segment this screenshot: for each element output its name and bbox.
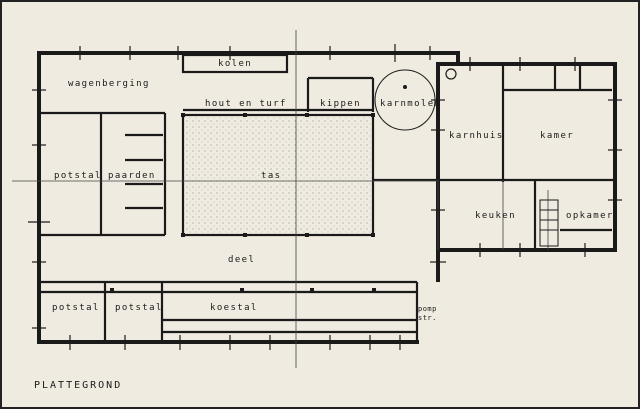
interior-walls [39, 53, 615, 342]
label-koestal: koestal [210, 303, 258, 313]
stair-symbol [539, 199, 559, 247]
karnmolen-axle [403, 85, 407, 89]
label-opkamer: opkamer [566, 211, 614, 221]
label-potstal-left: potstal [54, 171, 102, 181]
label-hout-en-turf: hout en turf [205, 99, 287, 109]
label-str: str. [418, 314, 437, 322]
label-pomp: pomp [418, 305, 437, 313]
label-deel: deel [228, 255, 255, 265]
label-kippen: kippen [320, 99, 361, 109]
label-potstal-1: potstal [52, 303, 100, 313]
window-ticks [28, 44, 622, 350]
label-karnhuis: karnhuis [449, 131, 504, 141]
label-keuken: keuken [475, 211, 516, 221]
label-tas: tas [261, 171, 281, 181]
label-kamer: kamer [540, 131, 574, 141]
tas-floor [183, 117, 373, 235]
column-posts [110, 113, 376, 292]
karnmolen-circle [374, 69, 436, 131]
stove-symbol [445, 68, 457, 80]
label-potstal-2: potstal [115, 303, 163, 313]
label-paarden: paarden [108, 171, 156, 181]
plan-title: PLATTEGROND [34, 380, 122, 391]
label-karnmolen: karnmolen [380, 99, 441, 109]
label-kolen: kolen [218, 59, 252, 69]
label-wagenberging: wagenberging [68, 79, 150, 89]
